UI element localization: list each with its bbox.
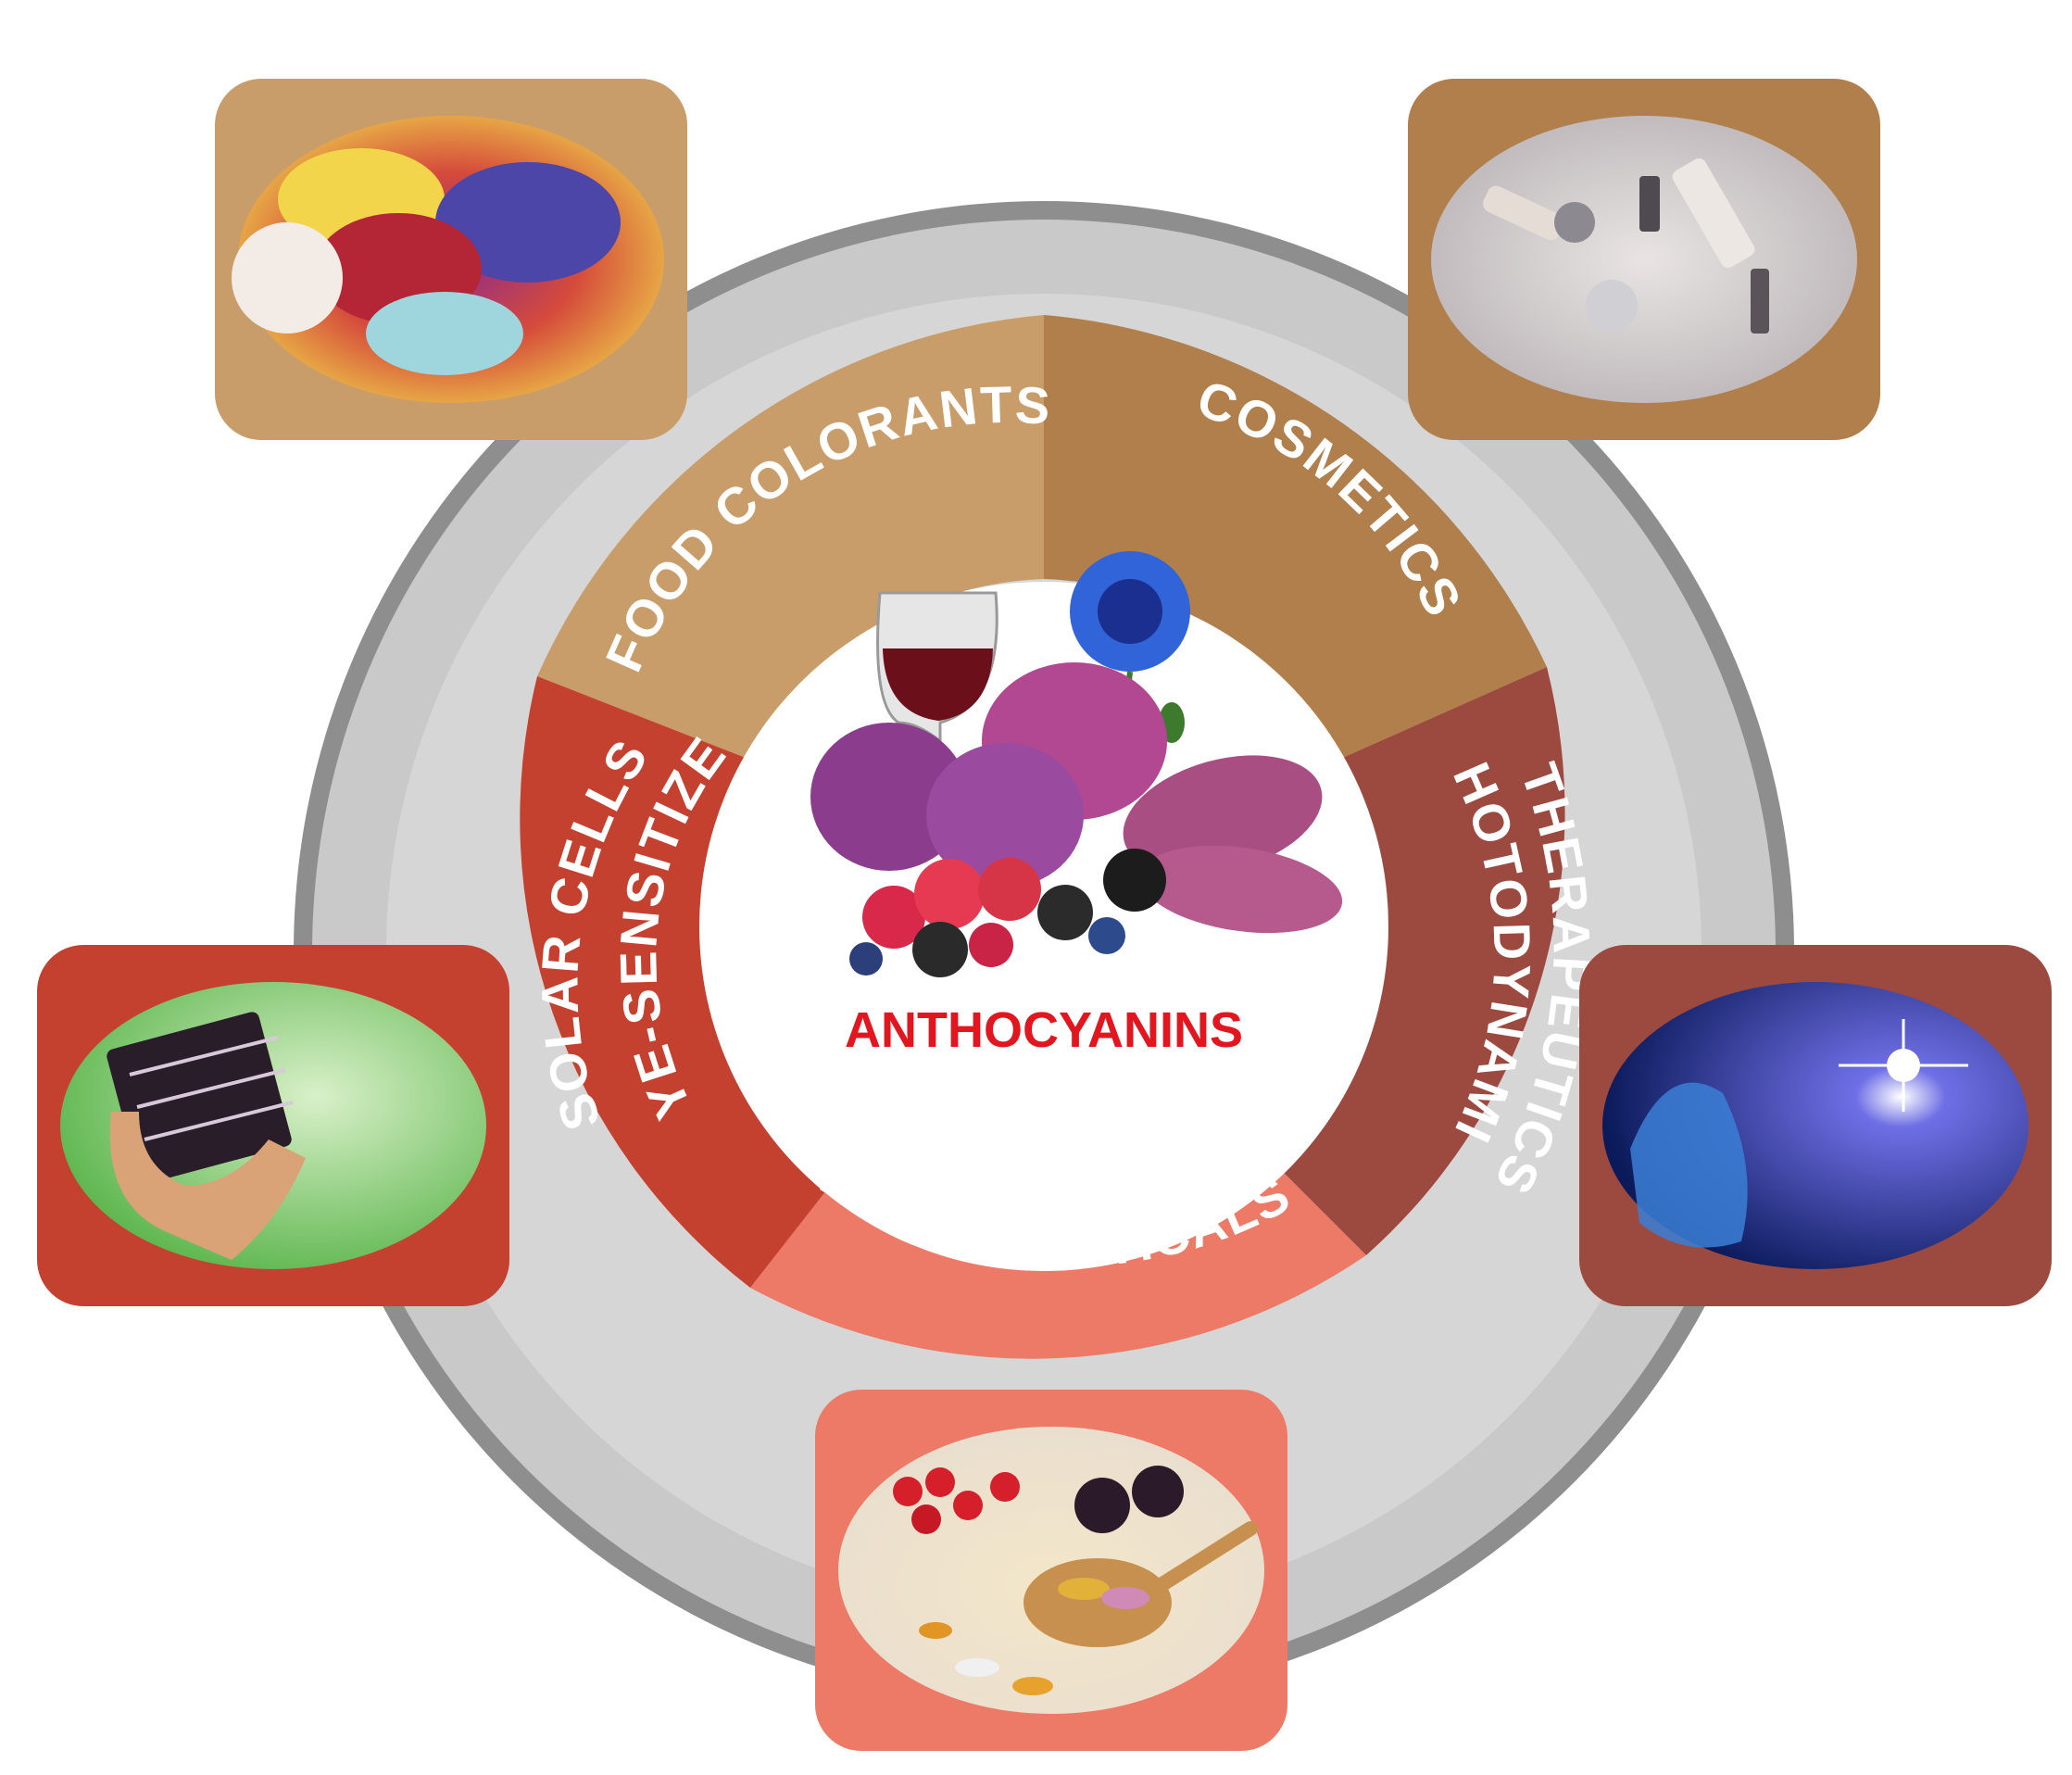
hand-icon [109,1112,306,1260]
card-cosmetic-products [1408,79,1880,440]
segment-photodynamic [1278,667,1565,1255]
segment-food-colorants [537,315,1044,760]
wooden-spoon-icon [1023,1558,1172,1647]
anthocyanin-produce-illustration [810,551,1343,977]
sweet-potato-icon [1123,755,1323,875]
mulberry-icon [1074,1478,1130,1533]
card-macarons [215,79,687,440]
berries-icon [862,886,925,949]
capsule-icon [1058,1578,1110,1600]
segment-dye-sensitized [520,676,834,1288]
card-cell-light [1579,945,2052,1306]
card-supplements [815,1390,1287,1751]
cosmetics-image [1431,116,1857,403]
center-label: ANTHOCYANINS [845,1002,1243,1058]
segment-cosmetics [1044,315,1547,760]
card-solar-cell [37,945,509,1306]
